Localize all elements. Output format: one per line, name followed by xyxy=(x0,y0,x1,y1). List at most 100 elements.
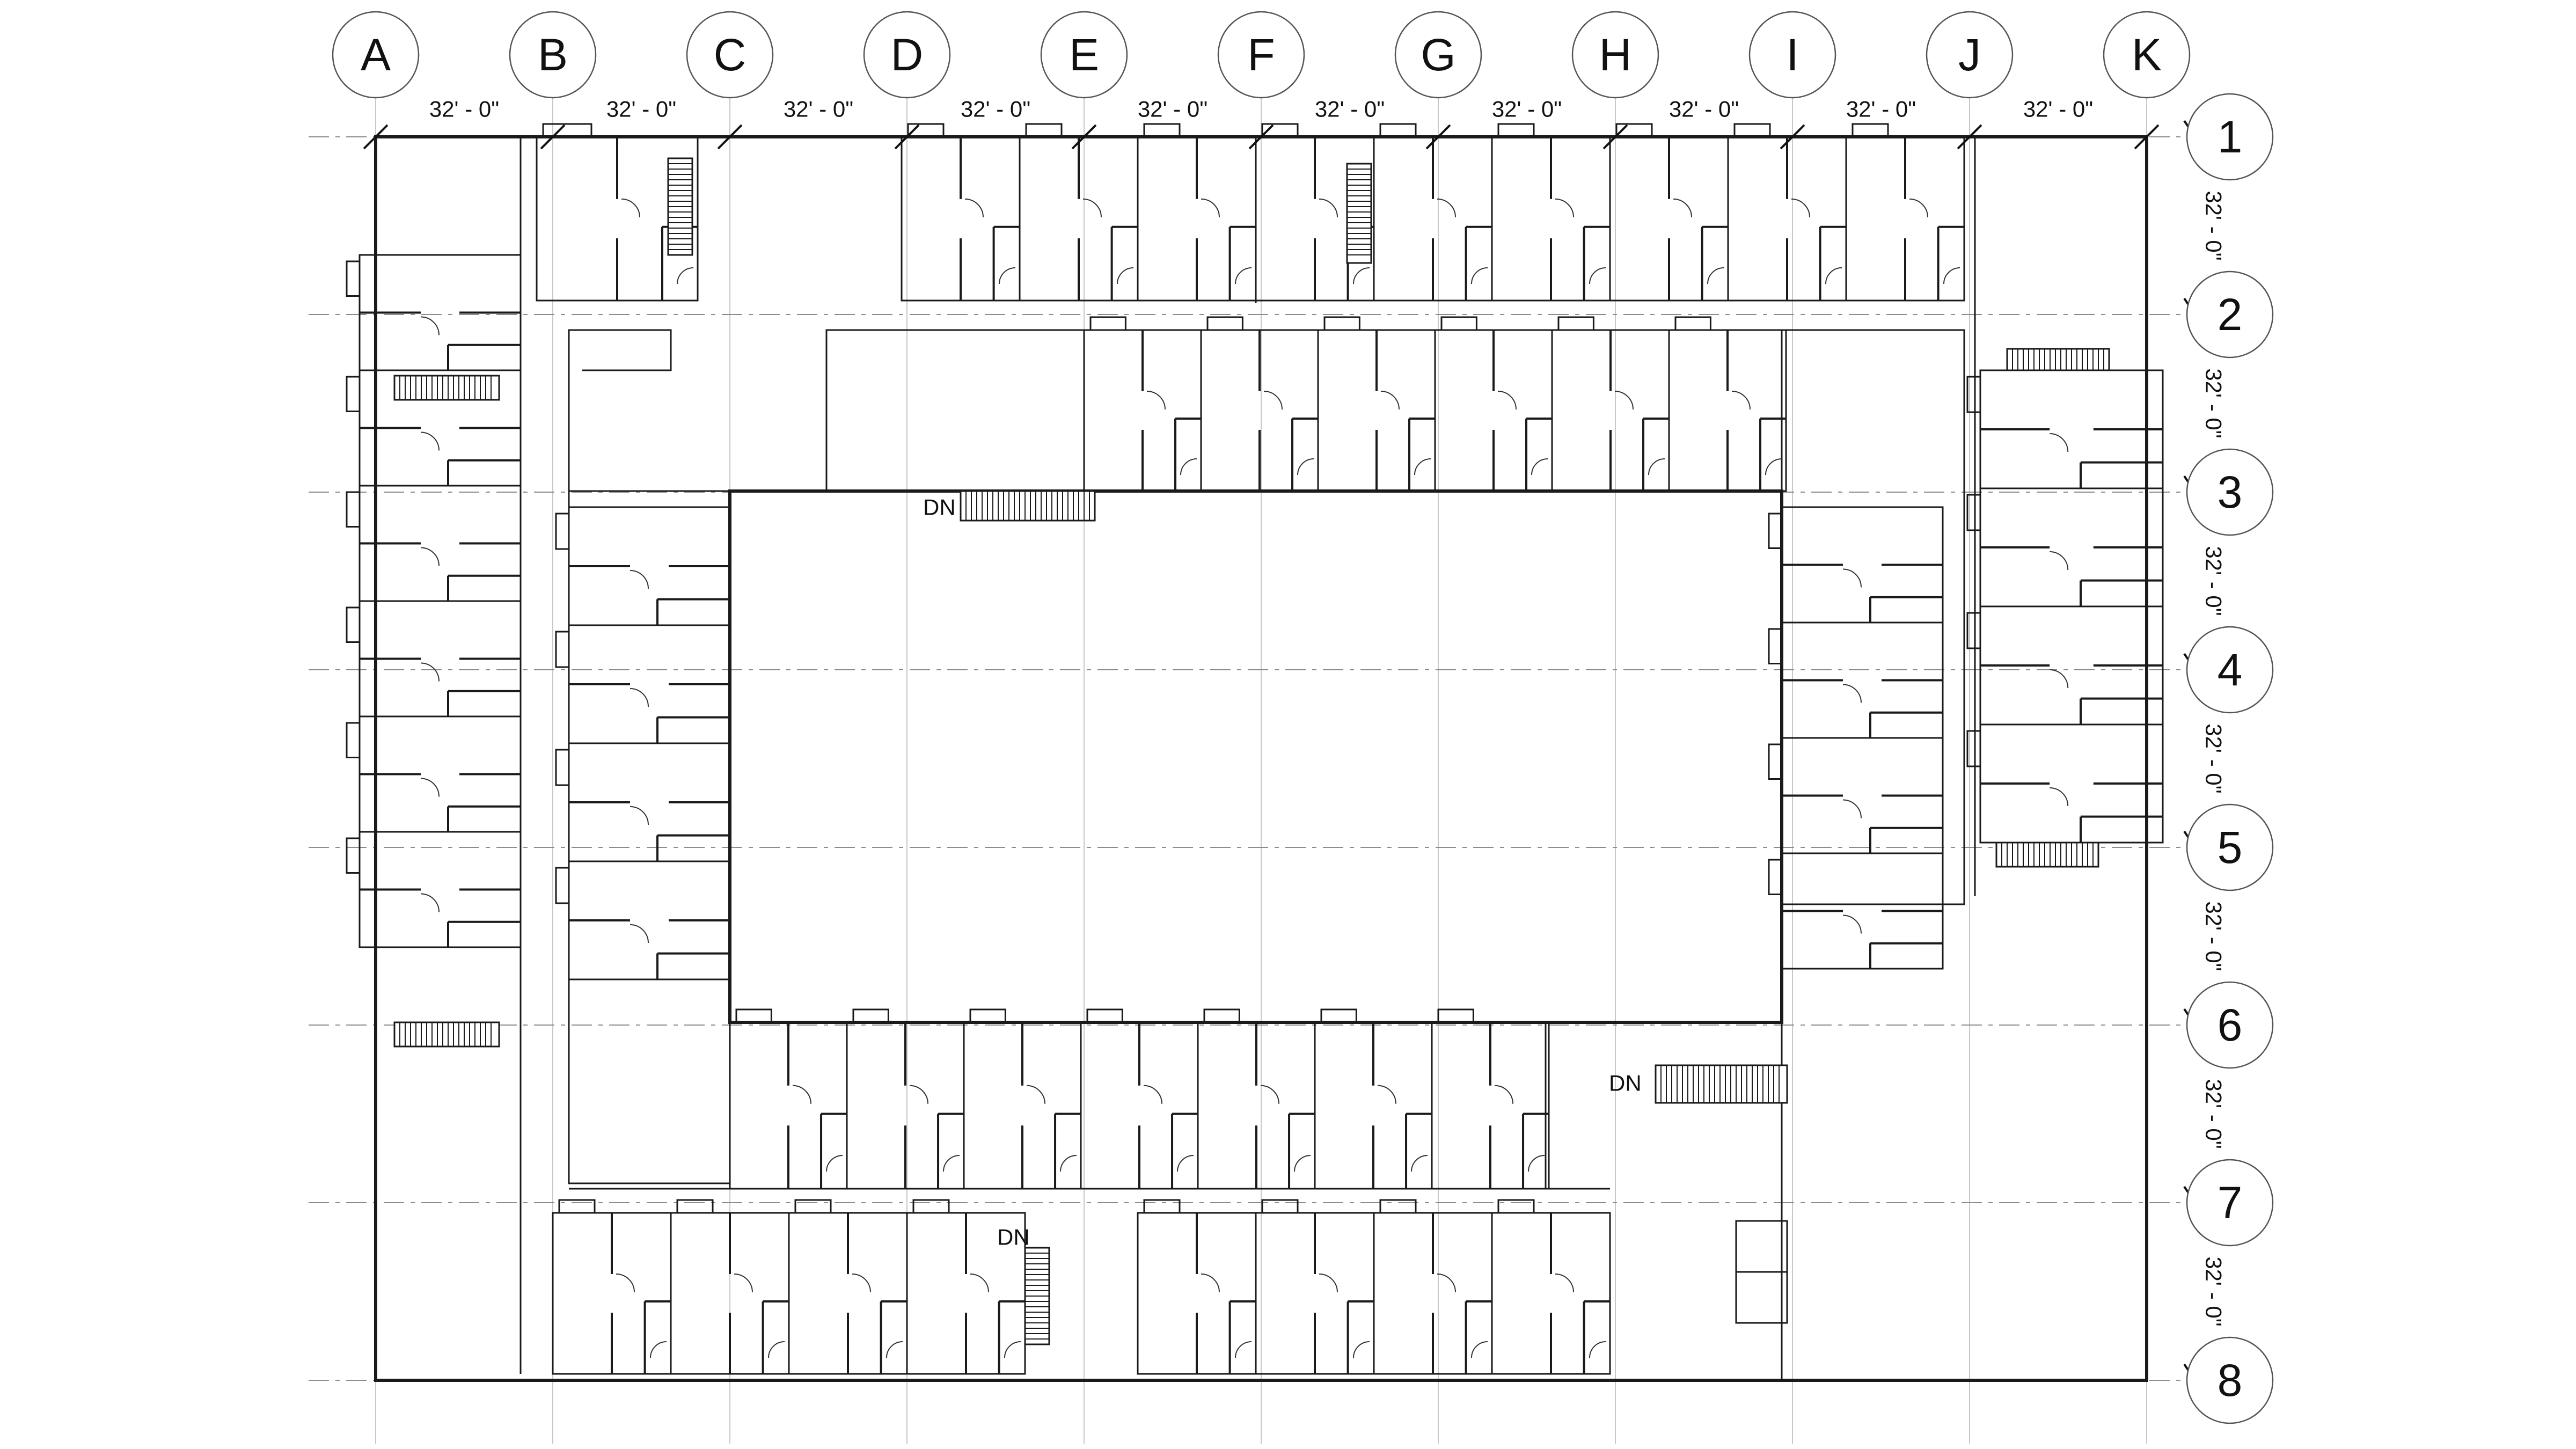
apartment-unit xyxy=(555,742,731,862)
unit-balcony xyxy=(852,1008,889,1023)
apartment-unit xyxy=(552,1199,672,1375)
column-dimension-text: 32' - 0" xyxy=(1492,97,1562,122)
apartment-unit xyxy=(555,860,731,980)
stair-northeast xyxy=(2006,348,2110,371)
row-label-1: 1 xyxy=(2218,112,2243,162)
door-swing xyxy=(1842,684,1862,703)
door-swing xyxy=(1201,198,1220,217)
unit-balcony xyxy=(1851,123,1889,138)
column-bubble-J xyxy=(1926,11,2014,99)
apartment-unit xyxy=(1137,1199,1257,1375)
door-swing xyxy=(943,1155,960,1172)
apartment-unit xyxy=(1197,1008,1316,1190)
door-swing xyxy=(1143,1085,1162,1104)
stair-west-lower xyxy=(393,1021,500,1048)
stair-northwest xyxy=(667,157,693,256)
stair-west-upper xyxy=(393,375,500,401)
door-swing xyxy=(1437,198,1456,217)
column-dimension-tick xyxy=(1602,124,1628,150)
column-dimension-text: 32' - 0" xyxy=(1138,97,1208,122)
unit-balcony xyxy=(1768,743,1783,780)
row-label-7: 7 xyxy=(2218,1177,2243,1228)
south-inner-block xyxy=(729,1021,1547,1190)
column-dimension-tick xyxy=(1780,124,1805,150)
door-swing xyxy=(1614,391,1634,410)
row-label-4: 4 xyxy=(2218,645,2243,695)
door-swing xyxy=(1731,391,1751,410)
door-swing xyxy=(1497,391,1517,410)
row-bubble-3 xyxy=(2186,448,2274,536)
apartment-unit xyxy=(555,506,731,626)
door-swing xyxy=(852,1274,871,1293)
stair-north xyxy=(960,490,1096,522)
door-swing xyxy=(1494,1085,1513,1104)
unit-balcony xyxy=(1497,123,1535,138)
row-label-3: 3 xyxy=(2218,467,2243,517)
door-swing xyxy=(1177,1155,1194,1172)
door-swing xyxy=(420,431,440,451)
door-swing xyxy=(1842,568,1862,588)
apartment-unit xyxy=(788,1199,908,1375)
column-bubble-I xyxy=(1748,11,1836,99)
apartment-unit xyxy=(1200,316,1319,492)
column-dimension-text: 32' - 0" xyxy=(1846,97,1916,122)
door-swing xyxy=(1528,1155,1545,1172)
unit-balcony xyxy=(346,376,361,412)
unit-balcony xyxy=(346,260,361,297)
apartment-unit xyxy=(1137,123,1257,302)
door-swing xyxy=(1555,1274,1574,1293)
door-swing xyxy=(1060,1155,1077,1172)
row-dimension-text: 32' - 0" xyxy=(2201,1079,2227,1148)
unit-balcony xyxy=(1497,1199,1535,1214)
door-swing xyxy=(886,1341,903,1358)
door-swing xyxy=(1589,267,1606,284)
column-bubble-K xyxy=(2103,11,2191,99)
column-dimension-tick xyxy=(1957,124,1982,150)
row-dimension-text: 32' - 0" xyxy=(2201,901,2227,971)
apartment-unit xyxy=(1845,123,1965,302)
stair-east xyxy=(1655,1064,1788,1104)
door-swing xyxy=(1380,391,1400,410)
column-label-K: K xyxy=(2132,30,2162,80)
row-label-5: 5 xyxy=(2218,822,2243,873)
door-swing xyxy=(1791,198,1810,217)
door-swing xyxy=(1437,1274,1456,1293)
apartment-unit xyxy=(1768,506,1944,624)
unit-balcony xyxy=(555,867,570,904)
door-swing xyxy=(1414,458,1431,475)
unit-balcony xyxy=(794,1199,832,1214)
apartment-unit xyxy=(1314,1008,1433,1190)
door-swing xyxy=(1471,267,1488,284)
door-swing xyxy=(677,267,694,284)
stair-south xyxy=(1024,1247,1050,1345)
apartment-unit xyxy=(901,123,1021,302)
row-dimensions: 32' - 0"32' - 0"32' - 0"32' - 0"32' - 0"… xyxy=(2201,191,2227,1326)
door-swing xyxy=(420,547,440,566)
apartment-unit xyxy=(1966,723,2164,844)
unit-balcony xyxy=(1440,316,1477,331)
door-swing xyxy=(1555,198,1574,217)
unit-balcony xyxy=(735,1008,772,1023)
unit-balcony xyxy=(1203,1008,1240,1023)
column-bubble-H xyxy=(1571,11,1659,99)
unit-balcony xyxy=(542,123,592,138)
door-swing xyxy=(1765,458,1782,475)
door-swing xyxy=(1943,267,1960,284)
column-dimension-tick xyxy=(1071,124,1097,150)
apartment-unit xyxy=(1966,487,2164,608)
door-swing xyxy=(909,1085,928,1104)
door-swing xyxy=(1842,799,1862,818)
column-label-A: A xyxy=(361,30,391,80)
column-dimension-text: 32' - 0" xyxy=(606,97,676,122)
door-swing xyxy=(1707,267,1724,284)
apartment-unit xyxy=(1434,316,1553,492)
door-swing xyxy=(1297,458,1314,475)
unit-balcony xyxy=(1437,1008,1474,1023)
unit-balcony xyxy=(558,1199,596,1214)
row-label-8: 8 xyxy=(2218,1355,2243,1406)
column-dimension-tick xyxy=(363,124,389,150)
door-swing xyxy=(1353,1341,1370,1358)
apartment-unit xyxy=(346,600,522,718)
door-swing xyxy=(734,1274,753,1293)
